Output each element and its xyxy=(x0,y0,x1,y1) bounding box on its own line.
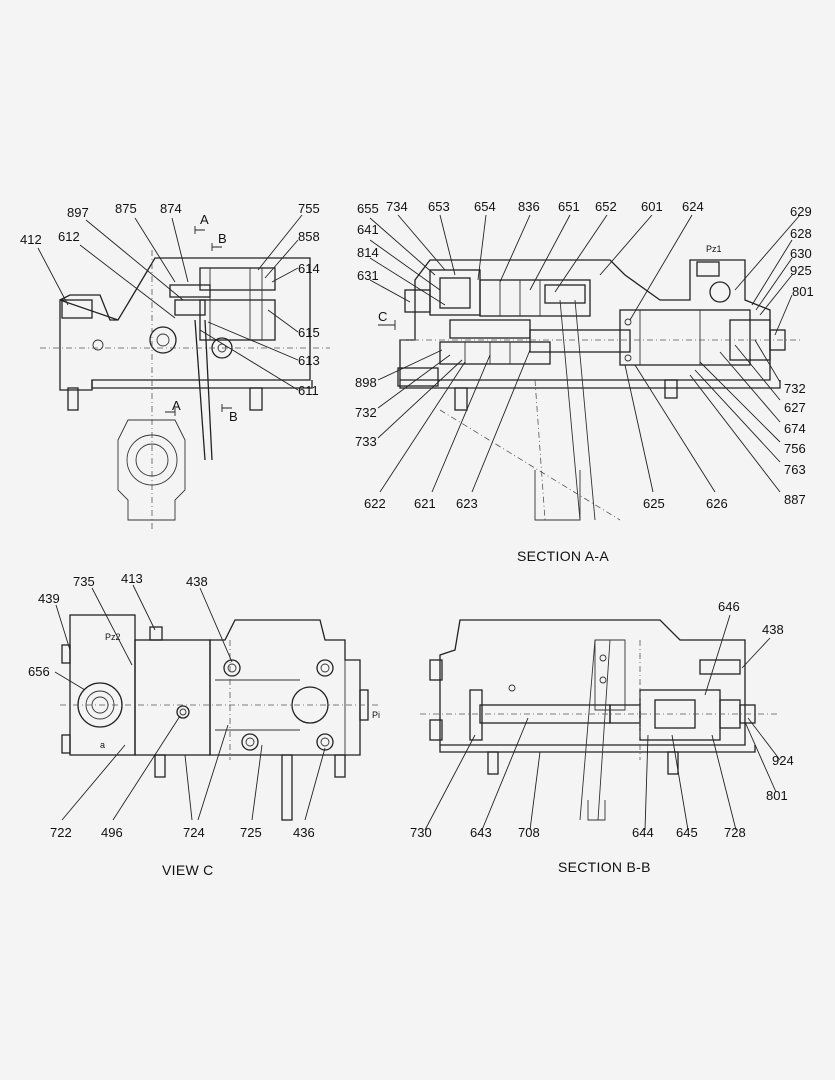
callout-730: 730 xyxy=(410,825,432,840)
callout-643: 643 xyxy=(470,825,492,840)
callout-627: 627 xyxy=(784,400,806,415)
small-label-a: a xyxy=(100,740,105,750)
callout-645: 645 xyxy=(676,825,698,840)
caption-section-b-b: SECTION B-B xyxy=(558,859,651,875)
callout-733: 733 xyxy=(355,434,377,449)
callout-722: 722 xyxy=(50,825,72,840)
cut-mark-a-top: A xyxy=(200,212,209,227)
callout-613: 613 xyxy=(298,353,320,368)
callout-755: 755 xyxy=(298,201,320,216)
callout-875: 875 xyxy=(115,201,137,216)
callout-674: 674 xyxy=(784,421,806,436)
callout-611: 611 xyxy=(298,383,319,398)
callout-438-c: 438 xyxy=(186,574,208,589)
callout-756: 756 xyxy=(784,441,806,456)
view-c-view: Pz2 Pi a xyxy=(54,584,380,821)
port-label-pz1: Pz1 xyxy=(706,244,722,254)
cut-mark-a-bottom: A xyxy=(172,398,181,413)
top-left-leaders xyxy=(37,214,303,416)
callout-858: 858 xyxy=(298,229,320,244)
callout-612: 612 xyxy=(58,229,80,244)
callout-641: 641 xyxy=(357,222,379,237)
callout-724: 724 xyxy=(183,825,205,840)
section-a-a-leaders xyxy=(369,214,801,493)
callout-924: 924 xyxy=(772,753,794,768)
view-c-leaders xyxy=(54,584,326,821)
section-b-b-leaders xyxy=(424,614,781,831)
callout-626: 626 xyxy=(706,496,728,511)
port-label-pi: Pi xyxy=(372,710,380,720)
callout-651: 651 xyxy=(558,199,580,214)
callout-887: 887 xyxy=(784,492,806,507)
callouts-section-a-a: 655 734 653 654 836 651 652 601 624 629 … xyxy=(355,199,814,564)
top-left-view xyxy=(37,214,330,530)
callout-629: 629 xyxy=(790,204,812,219)
callout-653: 653 xyxy=(428,199,450,214)
callout-646: 646 xyxy=(718,599,740,614)
top-left-body xyxy=(40,250,330,530)
port-label-pz2: Pz2 xyxy=(105,632,121,642)
callout-412: 412 xyxy=(20,232,42,247)
section-a-a-body: Pz1 xyxy=(397,244,800,521)
callout-621: 621 xyxy=(414,496,436,511)
callout-732-right: 732 xyxy=(784,381,806,396)
section-b-b-view xyxy=(420,614,781,831)
view-c-body: Pz2 Pi a xyxy=(60,614,380,821)
callout-801-b: 801 xyxy=(766,788,788,803)
callout-614: 614 xyxy=(298,261,320,276)
callout-725: 725 xyxy=(240,825,262,840)
callout-631: 631 xyxy=(357,268,379,283)
callout-897: 897 xyxy=(67,205,89,220)
callout-655: 655 xyxy=(357,201,379,216)
callout-652: 652 xyxy=(595,199,617,214)
callout-630: 630 xyxy=(790,246,812,261)
cut-mark-b-bottom: B xyxy=(229,409,238,424)
callout-654: 654 xyxy=(474,199,496,214)
callout-644: 644 xyxy=(632,825,654,840)
callouts-section-b-b: 646 438 924 801 730 643 708 644 645 728 … xyxy=(410,599,794,875)
callout-735: 735 xyxy=(73,574,95,589)
callout-708: 708 xyxy=(518,825,540,840)
callout-623: 623 xyxy=(456,496,478,511)
callout-801: 801 xyxy=(792,284,814,299)
callout-925: 925 xyxy=(790,263,812,278)
callout-601: 601 xyxy=(641,199,663,214)
section-b-b-body xyxy=(420,619,780,821)
callout-898: 898 xyxy=(355,375,377,390)
callout-622: 622 xyxy=(364,496,386,511)
callout-728: 728 xyxy=(724,825,746,840)
callout-628: 628 xyxy=(790,226,812,241)
callout-413: 413 xyxy=(121,571,143,586)
callout-732-left: 732 xyxy=(355,405,377,420)
callout-439: 439 xyxy=(38,591,60,606)
callouts-view-c: 439 735 413 438 656 722 496 724 725 436 … xyxy=(28,571,315,878)
callout-436: 436 xyxy=(293,825,315,840)
callout-656: 656 xyxy=(28,664,50,679)
callout-625: 625 xyxy=(643,496,665,511)
callout-438-b: 438 xyxy=(762,622,784,637)
section-a-a-view: Pz1 xyxy=(369,214,801,521)
callouts-top-left: 412 612 897 875 874 755 858 614 615 613 … xyxy=(20,201,320,424)
callout-496: 496 xyxy=(101,825,123,840)
callout-615: 615 xyxy=(298,325,320,340)
cut-mark-c: C xyxy=(378,309,387,324)
callout-874: 874 xyxy=(160,201,182,216)
caption-section-a-a: SECTION A-A xyxy=(517,548,609,564)
callout-814: 814 xyxy=(357,245,379,260)
callout-734: 734 xyxy=(386,199,408,214)
callout-763: 763 xyxy=(784,462,806,477)
cut-mark-b-top: B xyxy=(218,231,227,246)
callout-836: 836 xyxy=(518,199,540,214)
caption-view-c: VIEW C xyxy=(162,862,214,878)
callout-624: 624 xyxy=(682,199,704,214)
